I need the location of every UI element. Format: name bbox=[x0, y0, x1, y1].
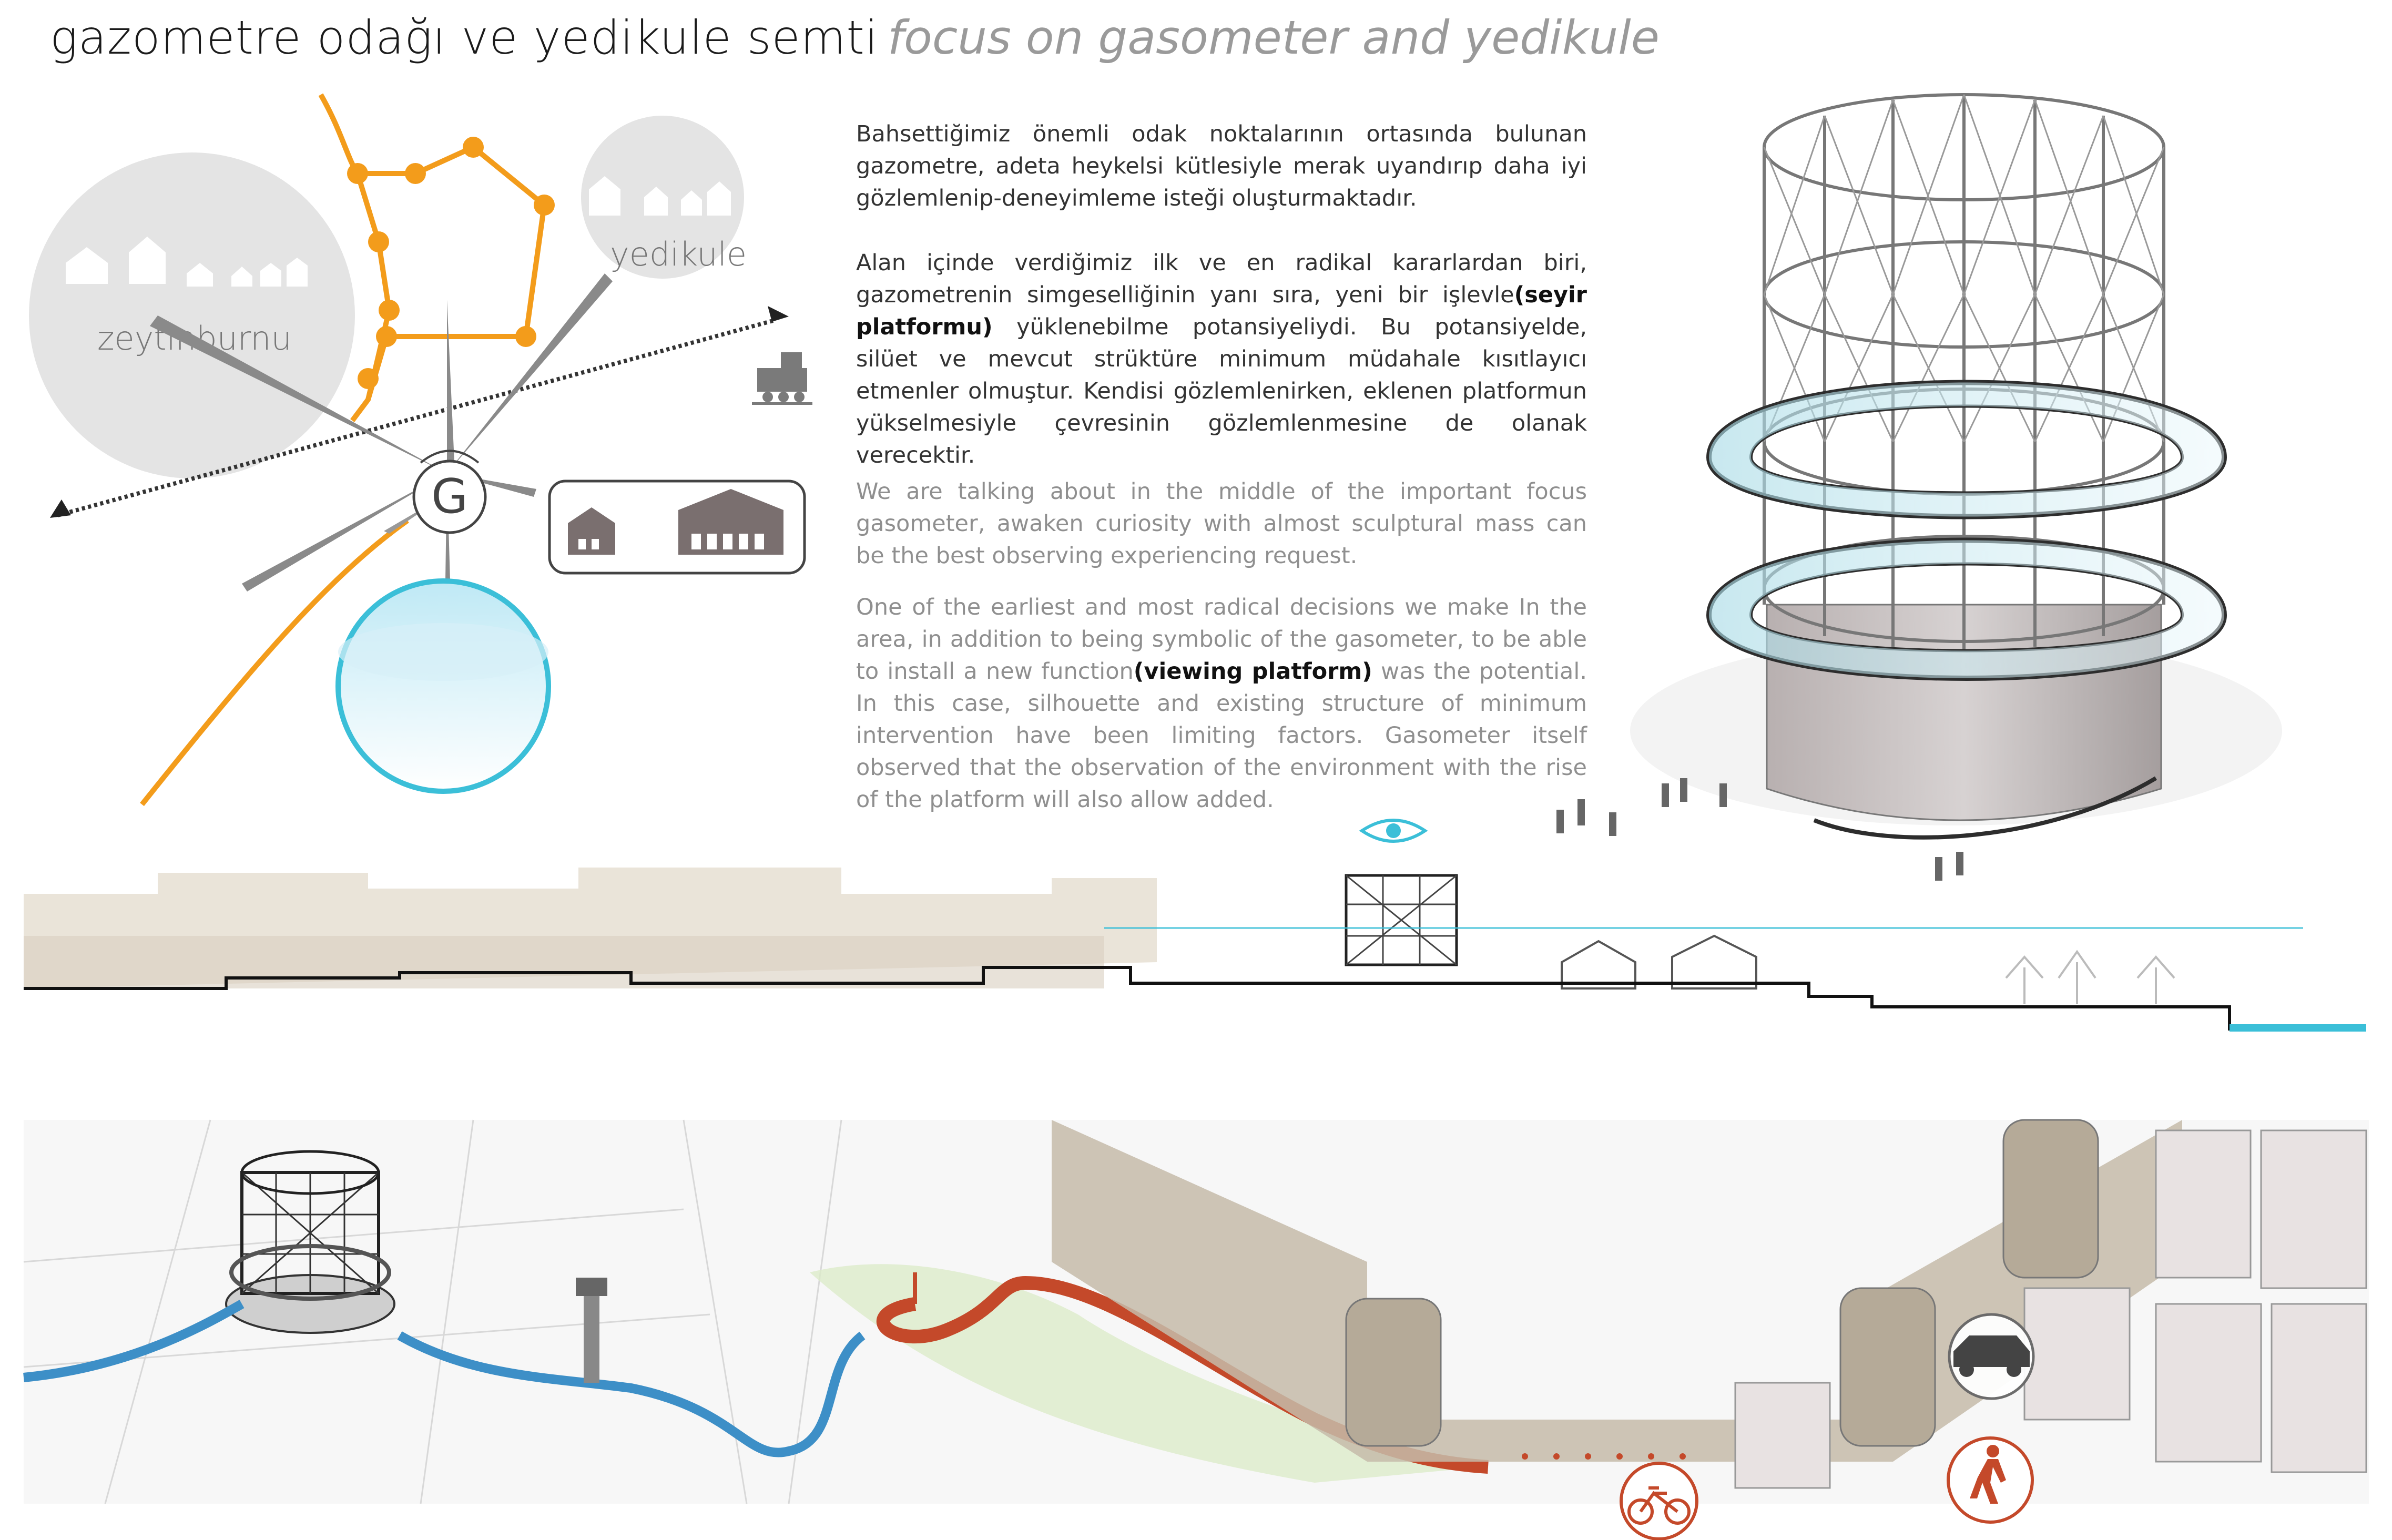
viewing-platform-bold: (viewing platform) bbox=[1133, 658, 1372, 685]
trees bbox=[2005, 950, 2175, 1004]
houses-right bbox=[1734, 1129, 2367, 1489]
eye-icon bbox=[420, 450, 480, 464]
paragraph-en-2: One of the earliest and most radical dec… bbox=[856, 591, 1587, 816]
wall-tower bbox=[2002, 1119, 2099, 1279]
page-title-en: focus on gasometer and yedikule bbox=[888, 11, 1660, 65]
train-icon bbox=[752, 352, 812, 405]
axis-arrow-right bbox=[768, 306, 789, 322]
page-title-tr: gazometre odağı ve yedikule semti bbox=[50, 11, 879, 65]
paragraph-en-1-text: We are talking about in the middle of th… bbox=[856, 478, 1587, 569]
orange-nodes bbox=[347, 137, 555, 389]
pedestrian-icon bbox=[1970, 1445, 2006, 1504]
paragraph-tr-2-text-a: Alan içinde verdiğimiz ilk ve en radikal… bbox=[856, 250, 1587, 308]
site-axonometric bbox=[23, 1119, 2369, 1540]
skyline-gasometer bbox=[1345, 874, 1458, 966]
house-icon bbox=[231, 267, 252, 287]
skyline-section bbox=[24, 819, 2366, 1032]
concept-diagram: zeytinburnu yedikule G bbox=[29, 93, 812, 807]
orange-road bbox=[140, 518, 409, 807]
paragraph-tr-1-text: Bahsettiğimiz önemli odak noktalarının o… bbox=[856, 121, 1587, 211]
seyir-platformu-bold: (seyir platformu) bbox=[856, 282, 1587, 340]
paragraph-tr-2: Alan içinde verdiğimiz ilk ve en radikal… bbox=[856, 247, 1587, 472]
house-icon bbox=[187, 263, 213, 287]
bicycle-icon-badge bbox=[1620, 1462, 1698, 1540]
ground-profile bbox=[24, 966, 2231, 1031]
car-icon bbox=[1953, 1335, 2030, 1367]
eye-icon bbox=[1359, 819, 1428, 843]
house-icon bbox=[129, 237, 166, 284]
house-icon bbox=[681, 190, 702, 216]
blue-path-left bbox=[23, 1300, 245, 1382]
paragraph-en-2-text-b: was the potential. In this case, silhoue… bbox=[856, 658, 1587, 813]
bicycle-icon bbox=[1627, 1486, 1691, 1525]
spiral-platform bbox=[1706, 380, 2227, 840]
house-icon bbox=[707, 181, 731, 216]
house-icon bbox=[287, 258, 308, 287]
water-sphere bbox=[335, 578, 551, 794]
gasometer-perspective bbox=[1556, 93, 2282, 881]
yedikule-label: yedikule bbox=[610, 235, 747, 273]
house-icon-group-right bbox=[589, 176, 731, 216]
house-icon bbox=[644, 187, 668, 216]
house-icon bbox=[260, 263, 281, 287]
paragraph-en-2-text-a: One of the earliest and most radical dec… bbox=[856, 594, 1587, 685]
people-silhouettes bbox=[1556, 778, 1963, 881]
wall-tower bbox=[1839, 1287, 1936, 1447]
paragraph-tr-2-text-b: yüklenebilme potansiyeliydi. Bu potansiy… bbox=[856, 314, 1587, 468]
house-icon bbox=[66, 247, 108, 284]
house-icon-group-left bbox=[66, 237, 308, 287]
orange-route-branch bbox=[355, 172, 392, 401]
paragraph-tr-1: Bahsettiğimiz önemli odak noktalarının o… bbox=[856, 118, 1587, 215]
gasometer-logo-circle bbox=[412, 460, 487, 534]
orange-route bbox=[318, 93, 547, 422]
axis-arrow-left bbox=[50, 499, 71, 518]
house-icon bbox=[589, 176, 620, 216]
blue-path-right bbox=[397, 1331, 866, 1457]
dotted-trail bbox=[1522, 1453, 1686, 1460]
zeytinburnu-circle bbox=[29, 152, 355, 478]
view-rays bbox=[150, 273, 613, 652]
paragraph-en-1: We are talking about in the middle of th… bbox=[856, 476, 1587, 572]
gasometer-logo-glyph: G bbox=[431, 469, 468, 524]
wall-tower bbox=[1345, 1298, 1442, 1447]
